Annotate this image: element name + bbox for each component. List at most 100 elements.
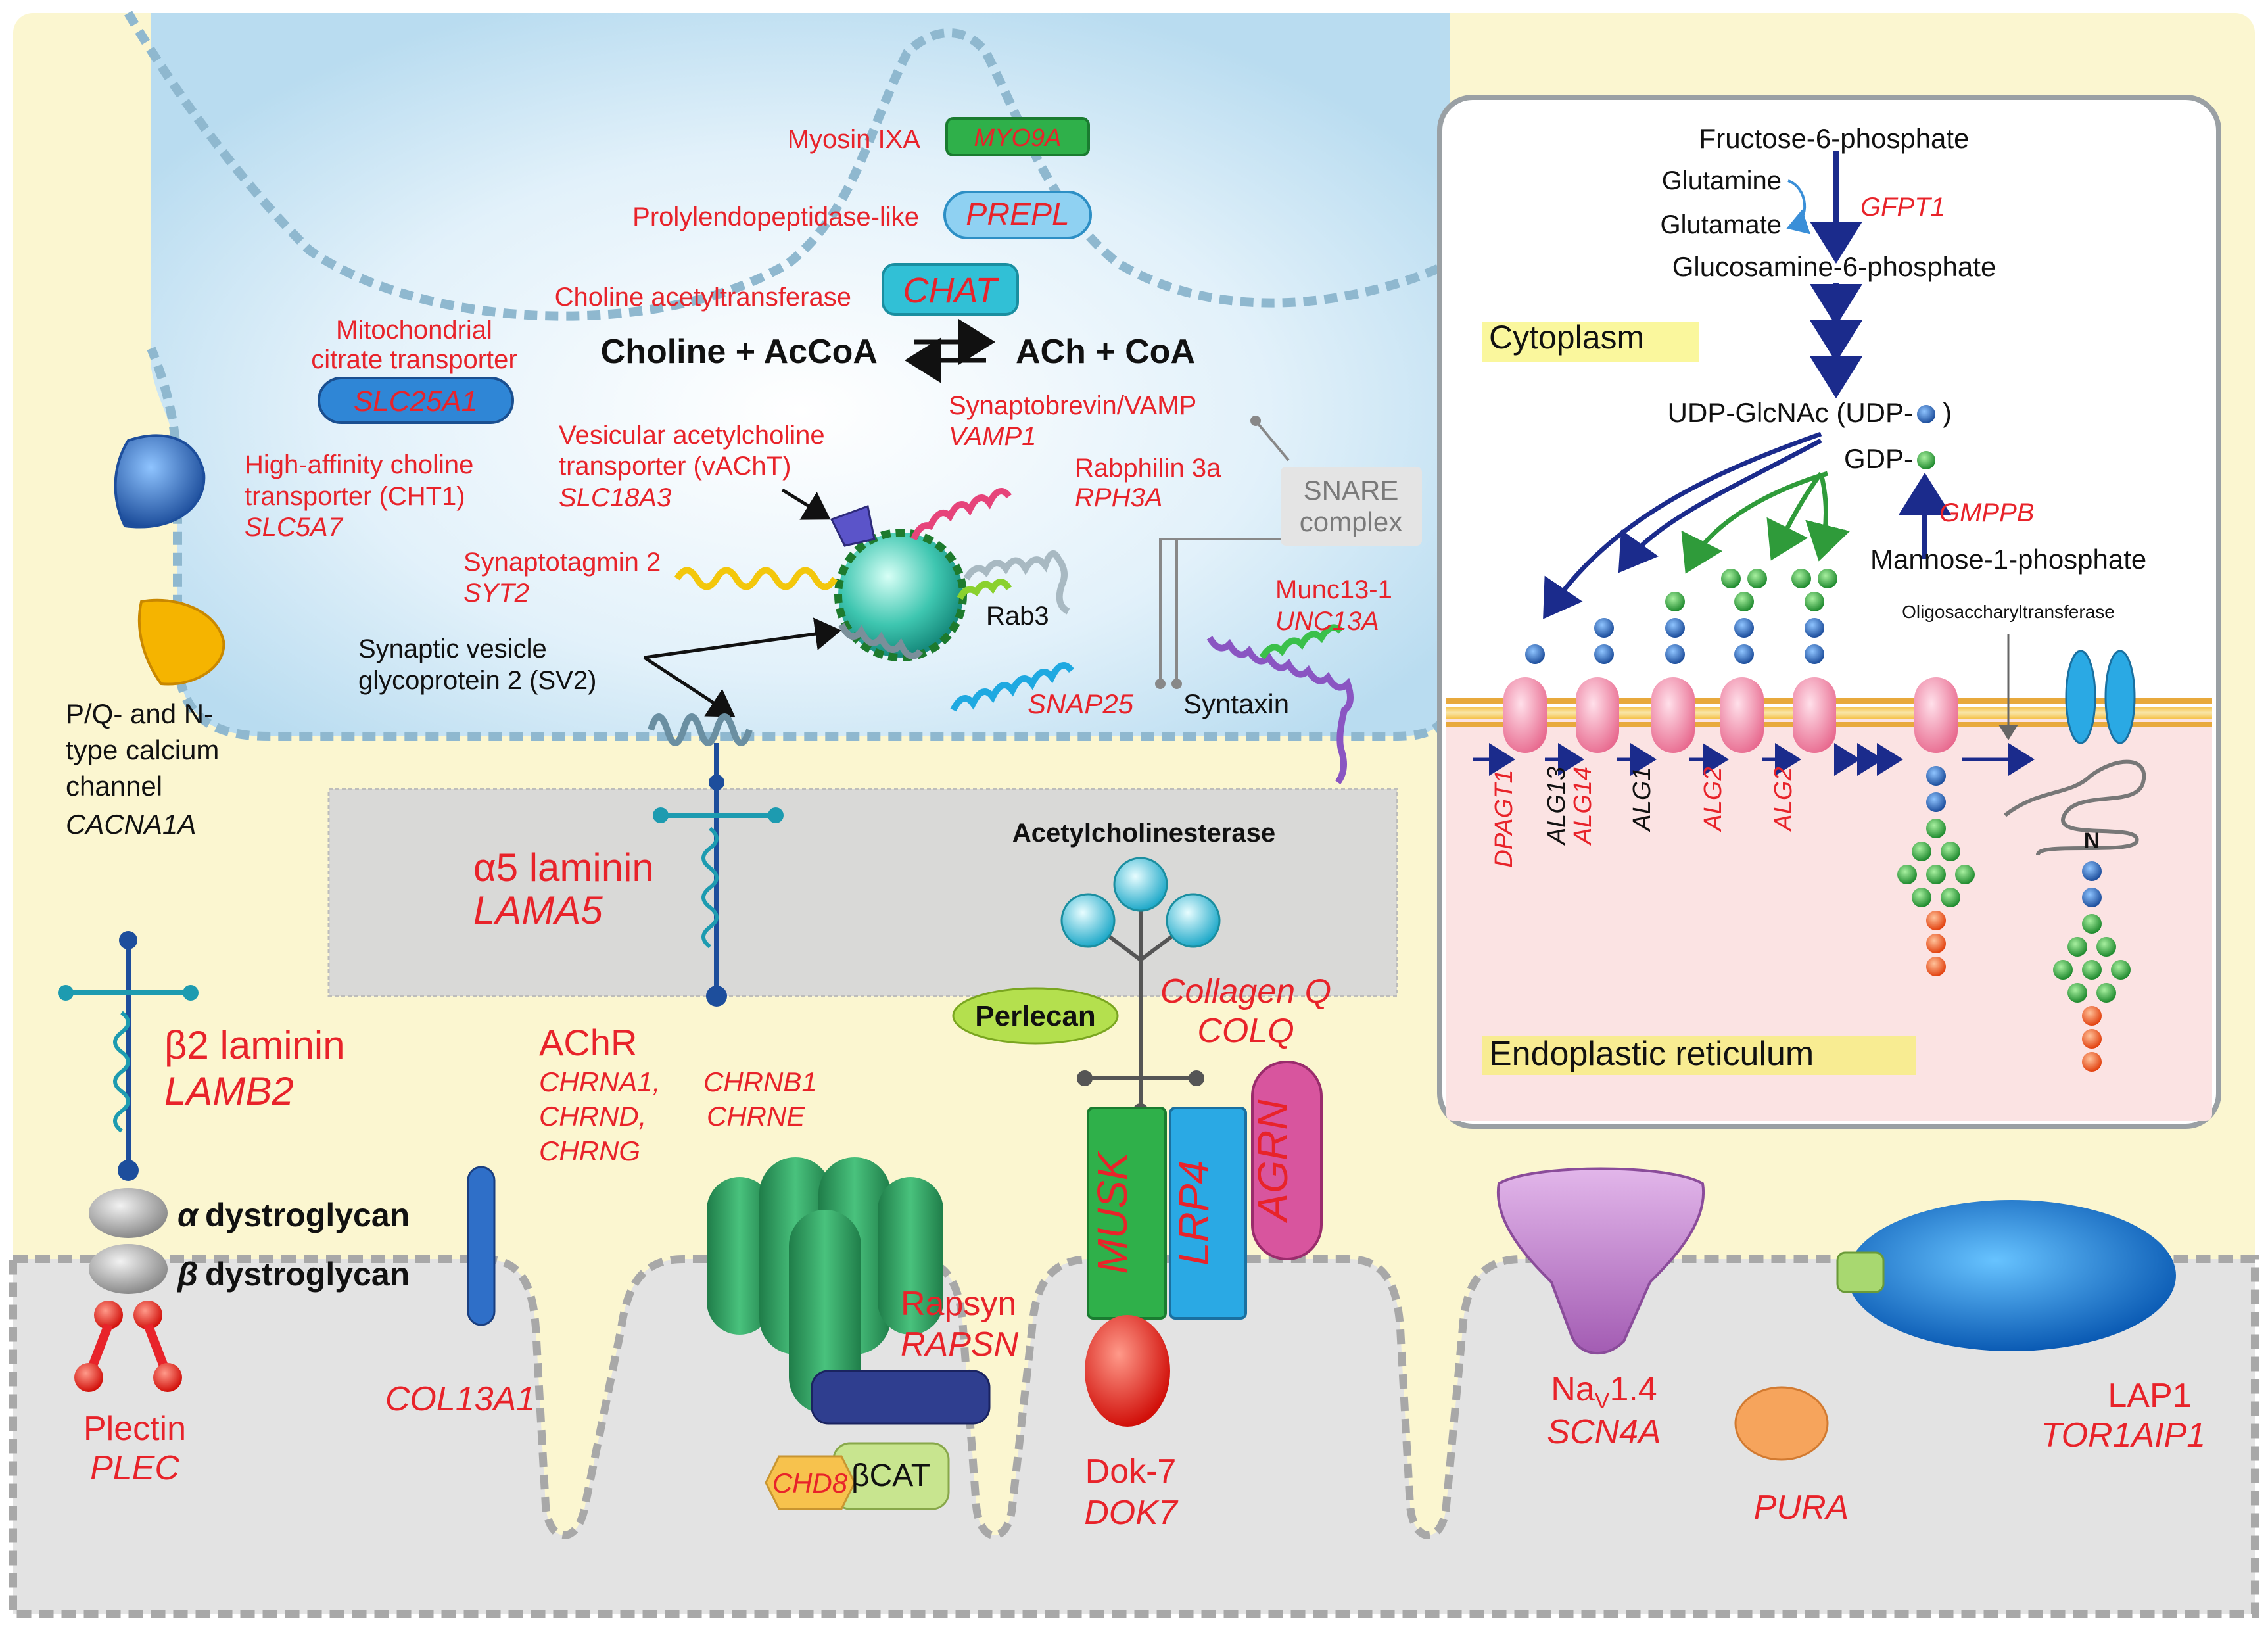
rabphilin-protein-label: Rabphilin 3a xyxy=(1075,454,1221,483)
lipid-linked-oligosaccharide xyxy=(1926,911,1946,930)
protein-bound-oligosaccharide xyxy=(2082,1029,2102,1049)
mannose-sugar xyxy=(1805,592,1824,611)
beta-dg-greek: β xyxy=(176,1256,198,1293)
calcium-gene-label: CACNA1A xyxy=(66,809,196,840)
chat-protein-label: Choline acetyltransferase xyxy=(555,283,851,312)
snare-line2: complex xyxy=(1300,506,1402,537)
glutamate-label: Glutamate xyxy=(1660,210,1782,239)
beta-dystroglycan-shape xyxy=(89,1244,168,1294)
achr-channel xyxy=(707,1157,943,1414)
beta-dg-label: dystroglycan xyxy=(205,1256,410,1293)
reaction-arrows xyxy=(905,319,995,383)
lipid-linked-oligosaccharide xyxy=(1912,842,1931,861)
labels: Myosin IXA MYO9A Prolylendopeptidase-lik… xyxy=(66,123,2206,1532)
er-flow-arrows xyxy=(1473,634,2035,776)
dolichol-carrier-5 xyxy=(1793,677,1836,753)
alg13-label: ALG13 xyxy=(1543,767,1571,846)
citrate-protein-line2: citrate transporter xyxy=(311,345,517,374)
er-highlight xyxy=(1482,1036,1916,1075)
lipid-linked-oligosaccharide xyxy=(1926,792,1946,812)
prepl-gene-label: PREPL xyxy=(966,197,1069,232)
bcat-label: βCAT xyxy=(851,1458,930,1493)
lipid-linked-oligosaccharide xyxy=(1926,957,1946,976)
protein-bound-oligosaccharide xyxy=(2082,861,2102,881)
munc-gene-label: UNC13A xyxy=(1275,607,1379,636)
laminin-a5 xyxy=(653,743,784,1007)
rapsyn-shape xyxy=(811,1370,991,1425)
lap1-gene: TOR1AIP1 xyxy=(2041,1416,2206,1454)
rapsyn-gene: RAPSN xyxy=(901,1326,1019,1364)
dolichol-carrier-2 xyxy=(1576,677,1619,753)
g6p-label: Glucosamine-6-phosphate xyxy=(1672,251,1996,282)
myo9a-box xyxy=(945,117,1090,156)
plectin-protein: Plectin xyxy=(83,1410,186,1448)
chd8-shape xyxy=(765,1455,856,1510)
postsynaptic-membrane xyxy=(9,1255,2259,1618)
acetylcholinesterase-shape xyxy=(1060,857,1221,1119)
gfpt1-label: GFPT1 xyxy=(1860,193,1945,222)
protein-bound-oligosaccharide xyxy=(2111,960,2131,980)
sv2-line1: Synaptic vesicle xyxy=(358,634,547,663)
rabphilin-coil xyxy=(963,550,1070,615)
perlecan-shape xyxy=(952,987,1119,1045)
vamp-coil xyxy=(910,488,1012,540)
perlecan-label: Perlecan xyxy=(975,1000,1095,1032)
vacht-protein-line2: transporter (vAChT) xyxy=(559,452,791,481)
calcium-line2: type calcium xyxy=(66,734,219,765)
protein-bound-oligosaccharide xyxy=(2082,1052,2102,1072)
protein-bound-oligosaccharide xyxy=(2082,1006,2102,1026)
alg14-label: ALG14 xyxy=(1569,767,1597,846)
calcium-line1: P/Q- and N- xyxy=(66,698,213,729)
er-label: Endoplastic reticulum xyxy=(1489,1035,1814,1073)
achr-gene-2b: CHRNE xyxy=(707,1101,805,1132)
udp-sugar-icon xyxy=(1917,405,1935,423)
prepl-protein-label: Prolylendopeptidase-like xyxy=(632,203,919,231)
udp-close-label: ) xyxy=(1943,397,1952,428)
gdp-label: GDP- xyxy=(1844,443,1913,474)
dolichol-carrier-1 xyxy=(1503,677,1547,753)
alg2a-label: ALG2 xyxy=(1699,767,1727,832)
snare-line1: SNARE xyxy=(1304,475,1399,506)
glcnac-sugar xyxy=(1665,644,1685,664)
mannose-sugar xyxy=(1818,569,1837,588)
glutamine-label: Glutamine xyxy=(1662,166,1782,195)
laminin-a5-protein: α5 laminin xyxy=(473,846,654,890)
dolichol-carrier-6 xyxy=(1914,677,1958,753)
sv2-protein xyxy=(648,713,753,746)
myo9a-gene-label: MYO9A xyxy=(974,124,1061,152)
achr-gene-1b: CHRNB1 xyxy=(703,1066,817,1097)
glcnac-sugar xyxy=(1734,644,1754,664)
alpha-dystroglycan-shape xyxy=(89,1188,168,1238)
syt-gene-label: SYT2 xyxy=(463,579,529,608)
ost-label: Oligosaccharyltransferase xyxy=(1902,602,2115,622)
syntaxin-label: Syntaxin xyxy=(1183,688,1289,719)
cht1-transporter xyxy=(114,434,206,529)
dolichol-carrier-3 xyxy=(1651,677,1695,753)
laminin-b2-protein: β2 laminin xyxy=(164,1023,345,1067)
reaction-substrates: Choline + AcCoA xyxy=(601,333,878,371)
cht1-protein-line1: High-affinity choline xyxy=(245,450,473,479)
lipid-linked-oligosaccharide xyxy=(1926,934,1946,953)
nav14-channel xyxy=(1496,1167,1705,1354)
dok7-protein: Dok-7 xyxy=(1085,1452,1177,1491)
protein-bound-oligosaccharide xyxy=(2096,983,2116,1003)
hexosamine-arrows xyxy=(1786,151,1951,559)
agrn-shape xyxy=(1251,1061,1323,1260)
lipid-linked-oligosaccharide xyxy=(1926,766,1946,786)
calcium-channel xyxy=(137,598,225,686)
laminin-b2-gene: LAMB2 xyxy=(164,1069,294,1113)
achr-gene-1a: CHRNA1, xyxy=(539,1066,660,1097)
glcnac-sugar xyxy=(1734,618,1754,638)
lipid-linked-oligosaccharide xyxy=(1955,865,1975,884)
dolichol-carrier-4 xyxy=(1720,677,1764,753)
reaction-products: ACh + CoA xyxy=(1016,333,1195,371)
collagen-q-gene: COLQ xyxy=(1197,1012,1294,1050)
chd8-label: CHD8 xyxy=(772,1468,848,1498)
nav-protein: NaV1.4 xyxy=(1551,1370,1657,1414)
lrp4-label: LRP4 xyxy=(1170,1160,1217,1266)
protein-bound-oligosaccharide xyxy=(2053,960,2073,980)
chat-box xyxy=(882,263,1019,316)
glcnac-sugar xyxy=(1805,644,1824,664)
transfer-arrows xyxy=(1543,431,1851,619)
